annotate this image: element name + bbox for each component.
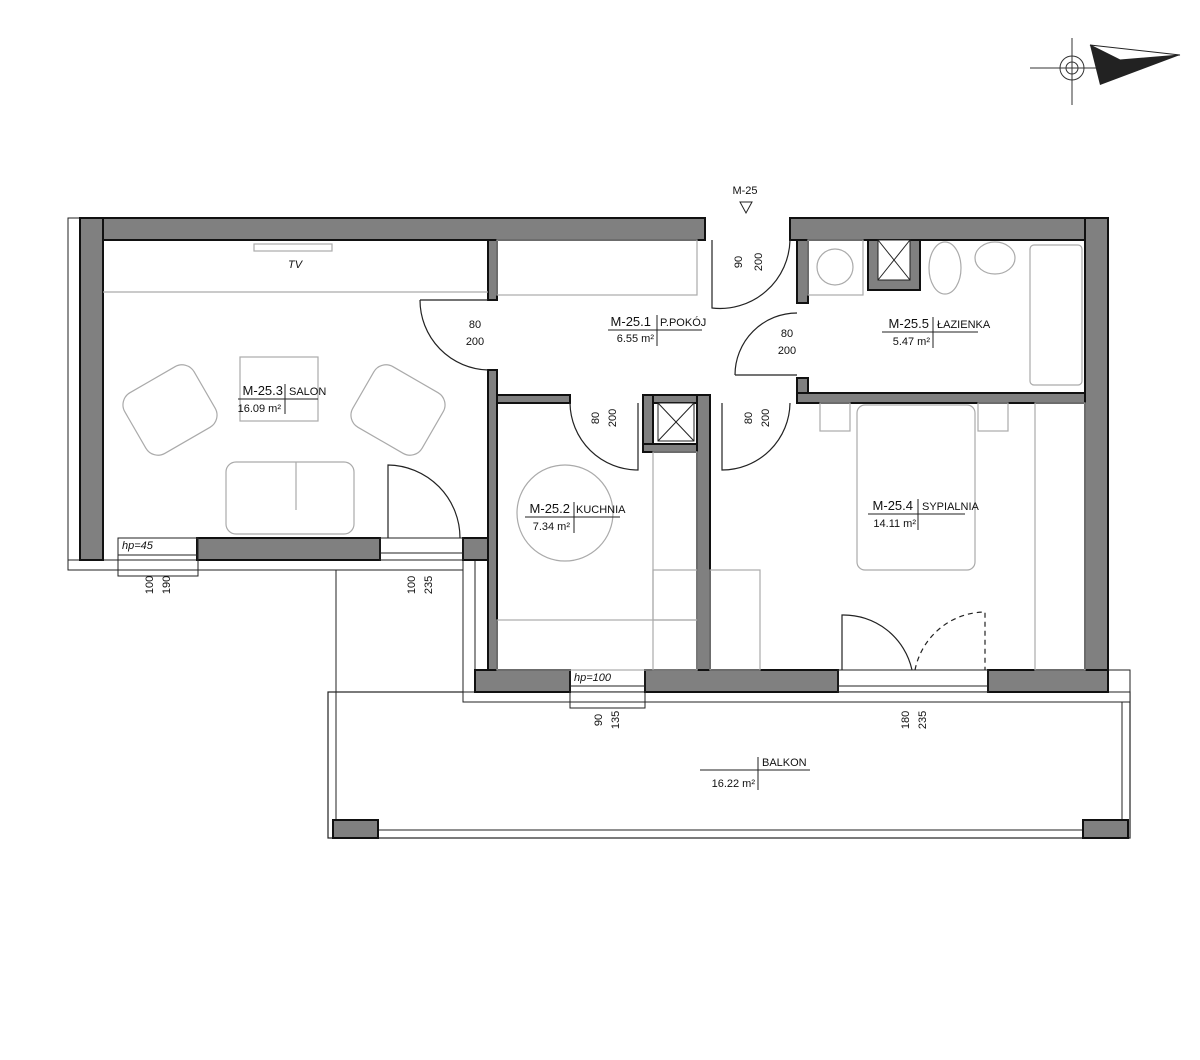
dimension-label: M-25.2 xyxy=(530,501,570,516)
room-label-kuchnia: M-25.2 KUCHNIA 7.34 m² xyxy=(525,501,626,533)
dimension-label: 5.47 m² xyxy=(893,336,931,348)
dimension-label: 16.09 m² xyxy=(238,403,282,415)
dimension-label: 200 xyxy=(760,409,772,427)
dimension-label: 16.22 m² xyxy=(712,778,756,790)
dimension-label: 6.55 m² xyxy=(617,333,655,345)
dimension-label: hp=100 xyxy=(574,672,612,684)
dimension-label: M-25.1 xyxy=(611,314,651,329)
dimension-label: P.POKÓJ xyxy=(660,316,706,329)
dimension-label: KUCHNIA xyxy=(576,504,626,516)
dimension-label: 235 xyxy=(423,576,435,594)
dimension-label: M-25.3 xyxy=(243,383,283,398)
north-arrow-icon xyxy=(1030,38,1181,105)
dimension-label: 90 xyxy=(593,714,605,726)
dimension-label: 235 xyxy=(917,711,929,729)
dimension-label: 200 xyxy=(753,253,765,271)
doors xyxy=(387,239,986,671)
window-dims: hp=45 100 190 100 235 hp=100 90 135 180 … xyxy=(122,540,929,729)
dimension-label: 200 xyxy=(466,336,484,348)
room-label-salon: M-25.3 SALON 16.09 m² xyxy=(238,383,327,415)
insulation-left xyxy=(67,217,81,571)
tv-label: TV xyxy=(288,259,304,271)
balcony-pillar-left xyxy=(332,819,379,839)
balcony xyxy=(327,570,1131,839)
dimension-label: 80 xyxy=(743,412,755,424)
dimension-label: 80 xyxy=(469,319,481,331)
windows xyxy=(117,537,989,709)
dimension-label: hp=45 xyxy=(122,540,154,552)
entrance-marker-icon xyxy=(739,201,753,215)
dimension-label: M-25.4 xyxy=(873,498,913,513)
dimension-label: 180 xyxy=(900,711,912,729)
dimension-label: BALKON xyxy=(762,757,807,769)
room-label-sypialnia: M-25.4 SYPIALNIA 14.11 m² xyxy=(868,498,980,530)
dimension-label: 80 xyxy=(590,412,602,424)
balcony-pillar-right xyxy=(1082,819,1129,839)
room-label-hall: M-25.1 P.POKÓJ 6.55 m² xyxy=(608,314,706,346)
dimension-label: 7.34 m² xyxy=(533,521,571,533)
dimension-label: 100 xyxy=(144,576,156,594)
dimension-label: 80 xyxy=(781,328,793,340)
dimension-label: 14.11 m² xyxy=(873,518,916,530)
dimension-label: 190 xyxy=(161,576,173,594)
dimension-label: SALON xyxy=(289,386,326,398)
dimension-label: 200 xyxy=(607,409,619,427)
dimension-label: 135 xyxy=(610,711,622,729)
dimension-label: M-25.5 xyxy=(889,316,929,331)
dimension-label: 90 xyxy=(733,256,745,268)
entrance-label: M-25 xyxy=(732,185,757,197)
dimension-label: 200 xyxy=(778,345,796,357)
walls xyxy=(79,217,1109,693)
door-dims: 90 200 80 200 80 200 80 200 80 200 xyxy=(466,253,796,427)
room-label-lazienka: M-25.5 ŁAZIENKA 5.47 m² xyxy=(882,316,991,348)
dimension-label: 100 xyxy=(406,576,418,594)
furniture xyxy=(103,239,1086,671)
dimension-label: ŁAZIENKA xyxy=(937,319,991,331)
room-label-balkon: BALKON 16.22 m² xyxy=(700,757,810,790)
dimension-label: SYPIALNIA xyxy=(922,501,980,513)
